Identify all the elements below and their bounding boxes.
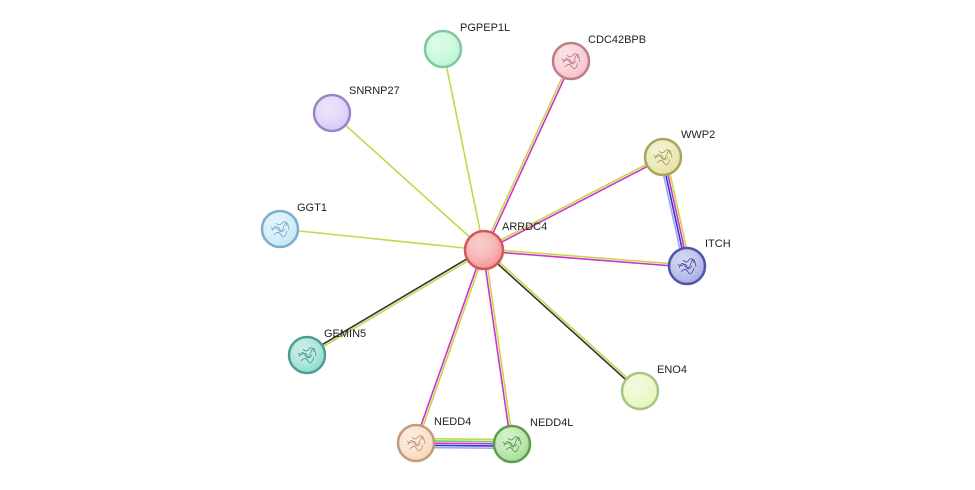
edge-arrdc4-wwp2[interactable] [482, 155, 665, 252]
node-ggt1[interactable]: GGT1 [260, 202, 327, 249]
structure-strand [275, 221, 288, 227]
node-cdc42bpb[interactable]: CDC42BPB [551, 34, 646, 81]
edge-evidence-line [279, 228, 485, 251]
node-nedd4[interactable]: NEDD4 [396, 416, 471, 463]
edge-evidence-line [483, 250, 688, 268]
node-itch[interactable]: ITCH [667, 238, 731, 286]
node-label: ENO4 [657, 364, 687, 376]
node-snrnp27[interactable]: SNRNP27 [312, 85, 400, 133]
node-label: NEDD4 [434, 416, 471, 428]
edge-arrdc4-snrnp27[interactable] [331, 112, 485, 251]
node-ring [620, 371, 660, 411]
structure-strand [502, 441, 518, 448]
node-ring [423, 29, 463, 69]
node-label: GGT1 [297, 202, 327, 214]
structure-strand [297, 352, 313, 359]
edge-arrdc4-gemin5[interactable] [305, 248, 486, 357]
node-ring [463, 229, 505, 271]
edge-arrdc4-itch[interactable] [483, 248, 688, 268]
edge-evidence-line [482, 250, 641, 393]
protein-structure-icon [653, 149, 673, 166]
protein-structure-icon [502, 436, 522, 453]
node-label: SNRNP27 [349, 85, 400, 97]
edge-arrdc4-pgpep1l[interactable] [442, 48, 485, 251]
node-label: ARRDC4 [502, 221, 547, 233]
edge-evidence-line [483, 157, 665, 252]
node-label: NEDD4L [530, 417, 573, 429]
edge-evidence-line [414, 248, 484, 444]
node-label: WWP2 [681, 129, 715, 141]
edge-evidence-line [482, 155, 664, 250]
structure-strand [406, 440, 422, 447]
node-label: CDC42BPB [588, 34, 646, 46]
structure-strand [677, 263, 693, 270]
node-eno4[interactable]: ENO4 [620, 364, 687, 411]
edge-evidence-line [482, 249, 512, 445]
structure-strand [300, 356, 315, 364]
structure-strand [302, 347, 315, 353]
edge-evidence-line [305, 248, 485, 355]
edge-arrdc4-cdc42bpb[interactable] [482, 59, 573, 252]
edge-evidence-line [482, 59, 571, 251]
node-wwp2[interactable]: WWP2 [643, 129, 715, 177]
structure-strand [507, 436, 520, 442]
protein-structure-icon [561, 53, 581, 70]
structure-strand [409, 444, 424, 452]
edge-evidence-line [331, 112, 485, 251]
edge-arrdc4-nedd4[interactable] [414, 248, 486, 445]
node-layer: ARRDC4 PGPEP1L CDC42BPB SNRNP27WWP2GGT1ITCH… [260, 22, 731, 464]
node-pgpep1l[interactable]: PGPEP1L [423, 22, 510, 69]
protein-structure-icon [677, 258, 697, 275]
edge-arrdc4-ggt1[interactable] [279, 228, 485, 251]
structure-strand [653, 154, 669, 161]
node-label: ITCH [705, 238, 731, 250]
edge-evidence-line [484, 249, 514, 445]
node-ring [312, 93, 352, 133]
structure-strand [656, 158, 671, 166]
edge-evidence-line [416, 249, 486, 445]
edge-arrdc4-eno4[interactable] [482, 248, 642, 393]
edge-evidence-line [483, 248, 642, 391]
structure-strand [682, 258, 695, 264]
edge-evidence-line [442, 48, 485, 251]
protein-structure-icon [270, 221, 290, 238]
edge-evidence-line [483, 248, 688, 266]
node-label: PGPEP1L [460, 22, 510, 34]
structure-strand [658, 149, 671, 155]
edge-evidence-line [484, 60, 573, 252]
structure-strand [273, 230, 288, 238]
structure-strand [561, 58, 577, 65]
node-gemin5[interactable]: GEMIN5 [287, 328, 366, 375]
structure-strand [566, 53, 579, 59]
node-label: GEMIN5 [324, 328, 366, 340]
structure-strand [680, 267, 695, 275]
structure-strand [411, 435, 424, 441]
protein-structure-icon [406, 435, 426, 452]
edge-arrdc4-nedd4l[interactable] [482, 249, 514, 445]
structure-strand [564, 62, 579, 70]
structure-strand [270, 226, 286, 233]
edge-evidence-line [306, 250, 486, 357]
node-arrdc4[interactable]: ARRDC4 [463, 221, 547, 271]
structure-strand [505, 445, 520, 453]
node-nedd4l[interactable]: NEDD4L [492, 417, 573, 464]
protein-structure-icon [297, 347, 317, 364]
